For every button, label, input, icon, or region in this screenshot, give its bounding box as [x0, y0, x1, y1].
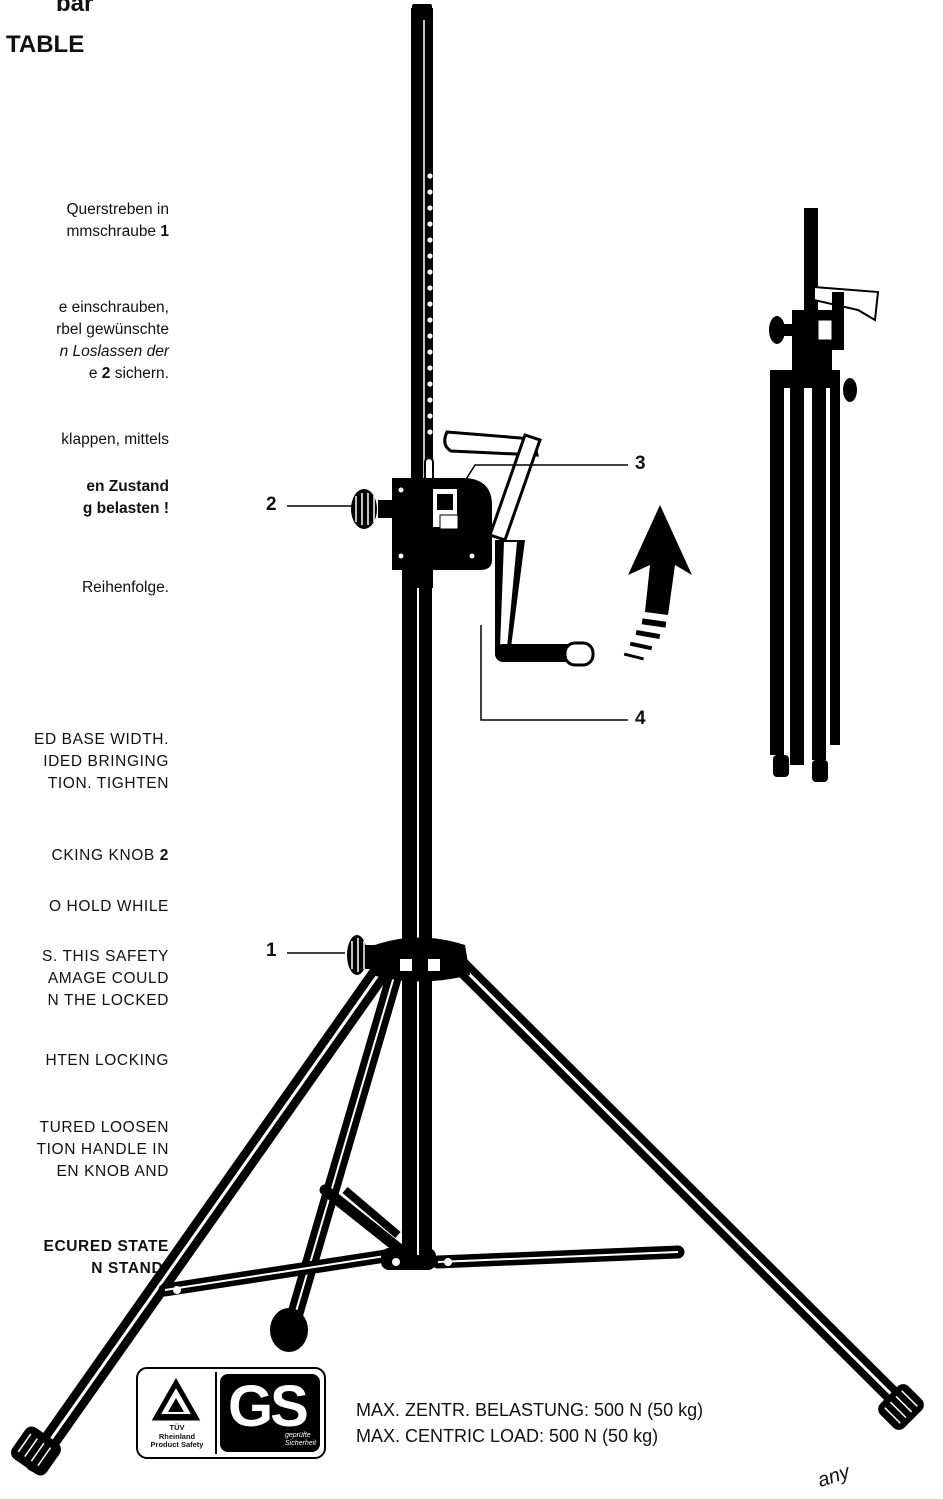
english-p6: TURED LOOSEN TION HANDLE IN EN KNOB AND	[36, 1119, 169, 1180]
tuv-text: TÜV Rheinland Product Safety	[150, 1423, 204, 1449]
callout-1: 1	[266, 940, 277, 961]
german-p5: Reihenfolge.	[81, 579, 169, 596]
title-line-2: TABLE	[6, 31, 85, 58]
rotation-arrow	[623, 505, 692, 661]
tripod-feet	[11, 1308, 924, 1476]
max-load-english: MAX. CENTRIC LOAD: 500 N (50 kg)	[356, 1426, 659, 1446]
english-p4: S. THIS SAFETY AMAGE COULD N THE LOCKED	[42, 948, 169, 1009]
max-load-german: MAX. ZENTR. BELASTUNG: 500 N (50 kg)	[356, 1400, 704, 1420]
german-p2: e einschrauben, rbel gewünschte n Loslas…	[56, 299, 169, 382]
english-p1: ED BASE WIDTH. IDED BRINGING TION. TIGHT…	[34, 731, 169, 792]
gs-subtext: geprüfte Sicherheit	[285, 1432, 317, 1447]
callout-2: 2	[266, 494, 277, 515]
title-line-1: bar	[56, 0, 94, 17]
callout-4: 4	[635, 708, 646, 729]
english-p3: O HOLD WHILE	[48, 898, 169, 915]
callout-3: 3	[635, 453, 646, 474]
certification-badge	[136, 1367, 326, 1459]
stand-pole	[402, 4, 434, 1260]
base-collar	[347, 935, 470, 982]
gs-mark: GS	[228, 1374, 309, 1439]
crank-gearbox	[351, 478, 492, 570]
english-p2: CKING KNOB 2	[51, 847, 169, 864]
german-p3: klappen, mittels	[61, 431, 169, 448]
german-warning: en Zustand g belasten !	[82, 478, 169, 517]
german-p1: Querstreben in mmschraube 1	[66, 201, 169, 240]
english-warning: ECURED STATE N STAND!	[43, 1238, 169, 1277]
english-p5: HTEN LOCKING	[45, 1052, 169, 1069]
leader-lines	[287, 464, 628, 954]
folded-stand	[769, 208, 880, 782]
crank-handle	[443, 430, 595, 667]
pole-holes	[427, 173, 433, 435]
